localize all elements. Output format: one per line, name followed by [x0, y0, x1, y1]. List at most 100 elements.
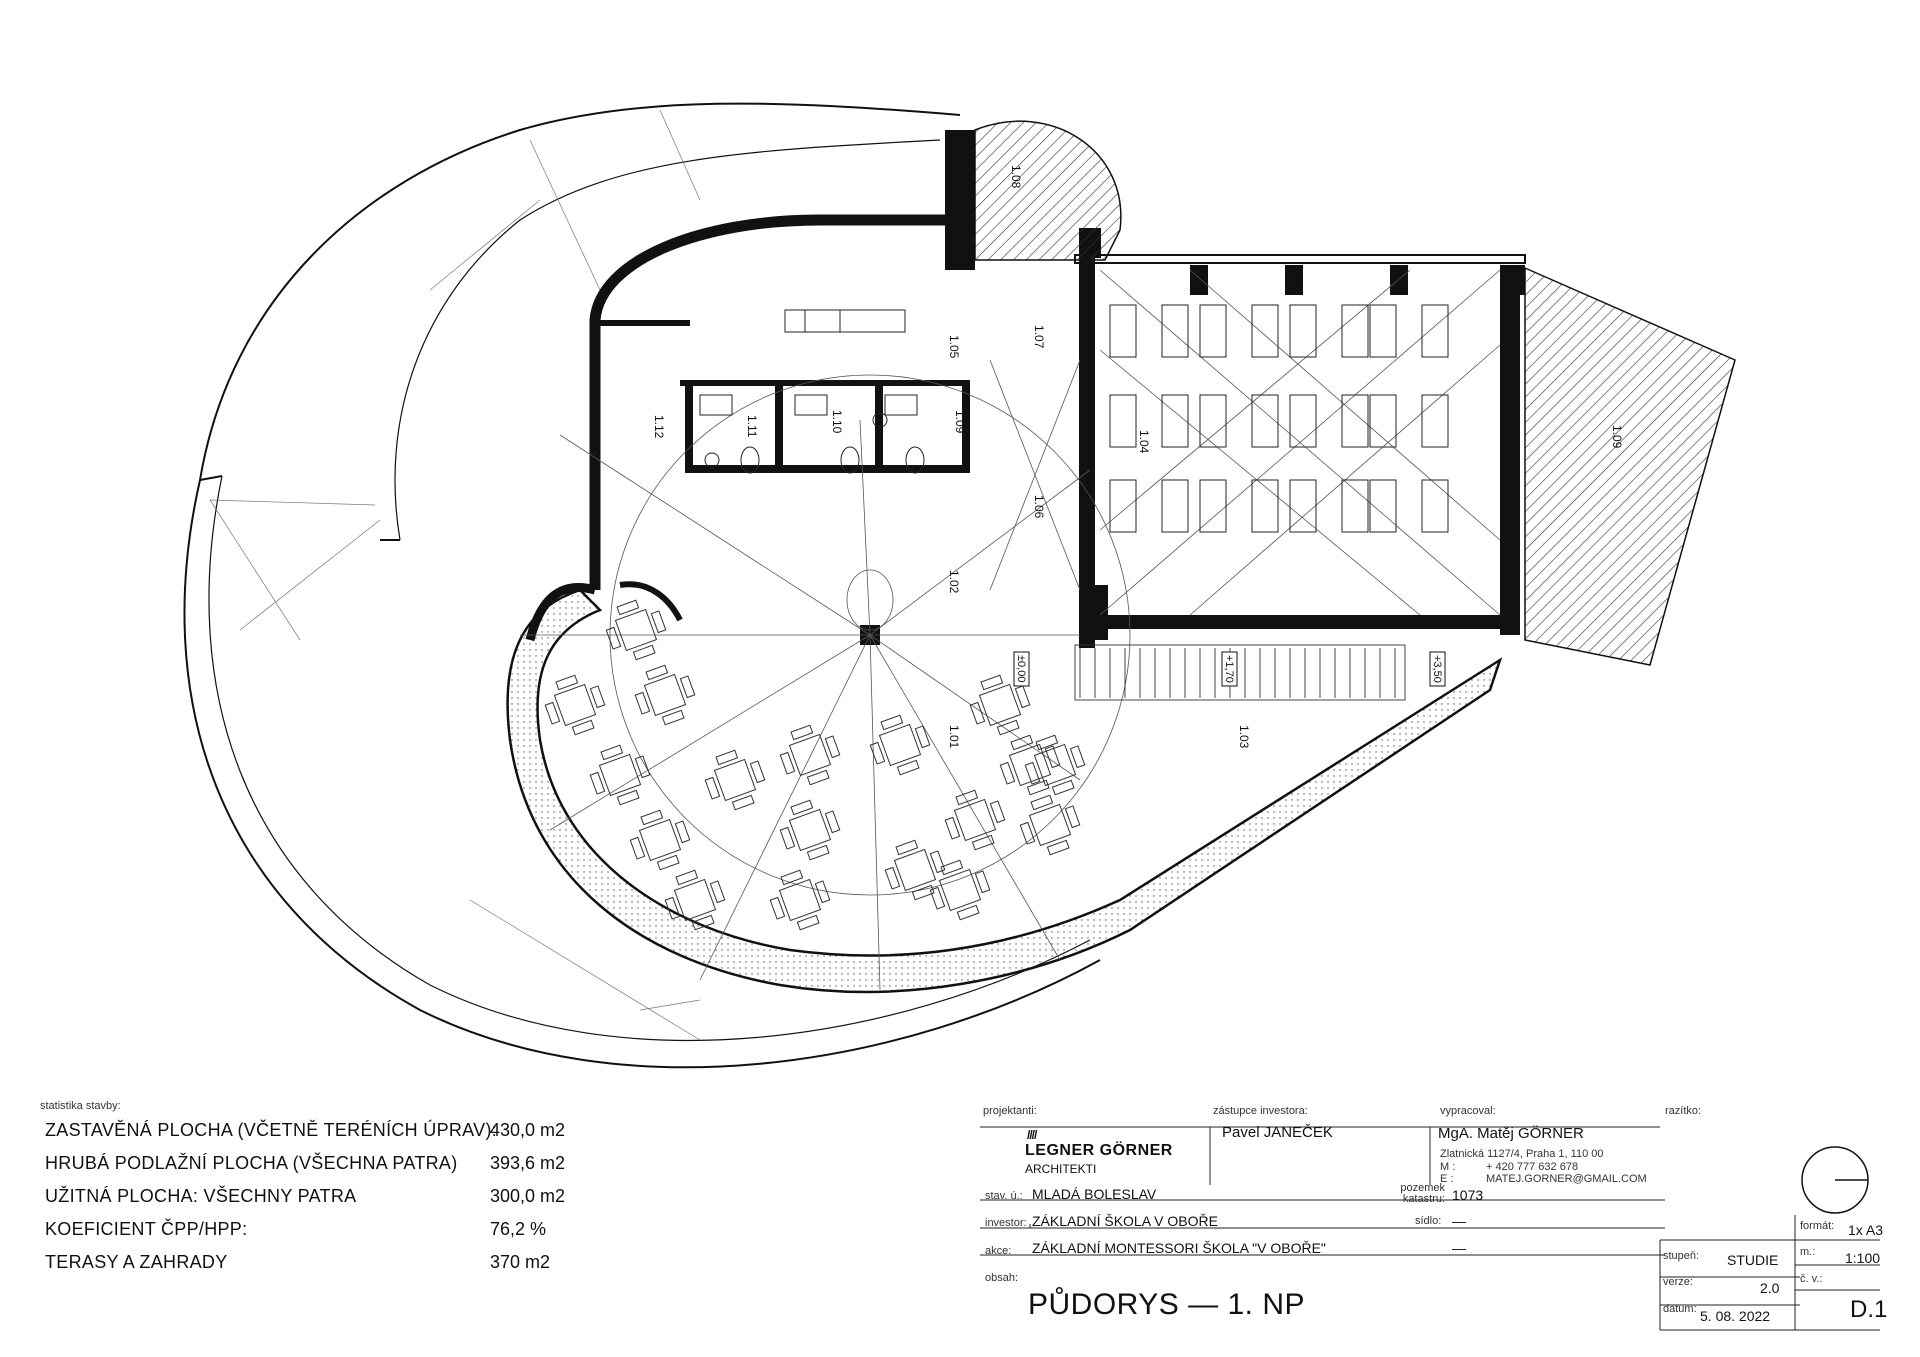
vypracoval-address: Zlatnická 1127/4, Praha 1, 110 00: [1440, 1148, 1604, 1160]
room-label: 1.04: [1137, 430, 1151, 454]
staircase: [1074, 644, 1406, 701]
projektanti-label: projektanti:: [983, 1105, 1037, 1117]
obsah-label: obsah:: [985, 1272, 1019, 1284]
stupen-value: STUDIE: [1727, 1252, 1779, 1268]
outer-spiral-wall: [183, 102, 1101, 1069]
room-labels: 1.011.021.031.041.051.061.071.081.091.10…: [652, 165, 1624, 749]
cafe-table: [929, 859, 991, 921]
cafe-table: [704, 749, 766, 811]
desk: [1199, 394, 1227, 448]
cafe-table: [544, 674, 606, 736]
desk: [1369, 394, 1397, 448]
statistic-label: TERASY A ZAHRADY: [45, 1252, 228, 1272]
zastupce-label: zástupce investora:: [1213, 1105, 1308, 1117]
cv-value: D.1: [1850, 1296, 1888, 1323]
garden-guide-lines: [209, 109, 701, 1041]
desk: [1199, 304, 1227, 358]
desk: [1289, 394, 1317, 448]
desk: [1109, 394, 1137, 448]
desk: [1161, 479, 1189, 533]
firm-logo-icon: ////: [1027, 1128, 1037, 1142]
cafe-table: [664, 869, 726, 931]
cafe-table: [999, 734, 1061, 796]
datum-label: datum:: [1663, 1303, 1697, 1315]
desk: [1421, 394, 1449, 448]
titleblock-frame: [980, 1126, 1880, 1331]
verze-label: verze:: [1663, 1276, 1693, 1288]
room-label: 1.05: [947, 335, 961, 359]
stav-value: MLADÁ BOLESLAV: [1032, 1186, 1157, 1202]
desk: [1109, 479, 1137, 533]
phone-label: M :: [1440, 1161, 1456, 1173]
building-walls: [600, 130, 1526, 648]
statistic-value: 430,0 m2: [490, 1120, 566, 1140]
cafe-table: [629, 809, 691, 871]
pozemek-value: 1073: [1452, 1187, 1484, 1203]
kitchen-counter: [784, 309, 906, 333]
format-value: 1x A3: [1848, 1222, 1884, 1238]
cafe-table: [969, 674, 1031, 736]
statistic-value: 370 m2: [490, 1252, 551, 1272]
room-label: 1.03: [1237, 725, 1251, 749]
statistic-label: KOEFICIENT ČPP/HPP:: [45, 1219, 248, 1239]
cafe-table: [634, 664, 696, 726]
cafe-table: [779, 799, 841, 861]
desk: [1369, 304, 1397, 358]
level-marker-text: ±0,00: [1015, 655, 1027, 682]
desk: [1161, 304, 1189, 358]
scale-value: 1:100: [1845, 1250, 1881, 1266]
cafe-table: [589, 744, 651, 806]
room-label: 1.02: [947, 570, 961, 594]
desk: [1421, 304, 1449, 358]
stupen-label: stupeň:: [1663, 1250, 1700, 1262]
sidlo-value: —: [1452, 1213, 1466, 1229]
cafe-tables: [544, 599, 1086, 931]
akce-dash: —: [1452, 1240, 1466, 1256]
vypracoval-name: MgA. Matěj GÖRNER: [1438, 1125, 1584, 1142]
desk: [1341, 394, 1369, 448]
room-label: 1.09: [953, 410, 967, 434]
datum-value: 5. 08. 2022: [1700, 1308, 1771, 1324]
room-label: 1.10: [830, 410, 844, 434]
room-label: 1.12: [652, 415, 666, 439]
cafe-table: [869, 714, 931, 776]
desk: [1421, 479, 1449, 533]
north-arrow-icon: [1801, 1146, 1869, 1214]
desk: [1289, 479, 1317, 533]
desk: [1341, 304, 1369, 358]
room-label: 1.08: [1009, 165, 1023, 189]
statistic-value: 76,2 %: [490, 1219, 547, 1239]
classroom-desks: [1109, 304, 1449, 533]
room-label: 1.07: [1032, 325, 1046, 349]
level-marker-box: [1429, 651, 1446, 687]
firm-name: LEGNER GÖRNER: [1025, 1142, 1173, 1159]
level-marker-box: [1013, 651, 1030, 687]
room-label: 1.11: [745, 415, 759, 438]
desk: [1109, 304, 1137, 358]
cafe-table: [779, 724, 841, 786]
desk: [1341, 479, 1369, 533]
razitko-label: razítko:: [1665, 1105, 1702, 1117]
scale-label: m.:: [1800, 1246, 1816, 1258]
restroom-fixtures: [699, 394, 925, 474]
verze-value: 2.0: [1760, 1280, 1780, 1296]
desk: [1251, 394, 1279, 448]
email-label: E :: [1440, 1173, 1454, 1185]
pozemek-label: pozemek katastru:: [1400, 1182, 1445, 1205]
firm-subtitle: ARCHITEKTI: [1025, 1162, 1097, 1176]
cafe-table: [605, 599, 667, 661]
sidlo-label: sídlo:: [1415, 1215, 1442, 1227]
classroom-bracing: [989, 269, 1501, 616]
level-marker-text: +1,70: [1223, 655, 1235, 683]
statistics-heading: statistika stavby:: [40, 1100, 121, 1112]
drawing-title: PŮDORYS — 1. NP: [1028, 1288, 1306, 1321]
statistic-value: 300,0 m2: [490, 1186, 566, 1206]
desk: [1251, 304, 1279, 358]
investor-label: investor:: [985, 1217, 1027, 1229]
desk: [1251, 479, 1279, 533]
zastupce-value: Pavel JANEČEK: [1222, 1124, 1333, 1141]
south-curved-facade: [506, 588, 1503, 994]
cafe-table: [769, 869, 831, 931]
statistic-label: HRUBÁ PODLAŽNÍ PLOCHA (VŠECHNA PATRA): [45, 1153, 458, 1173]
